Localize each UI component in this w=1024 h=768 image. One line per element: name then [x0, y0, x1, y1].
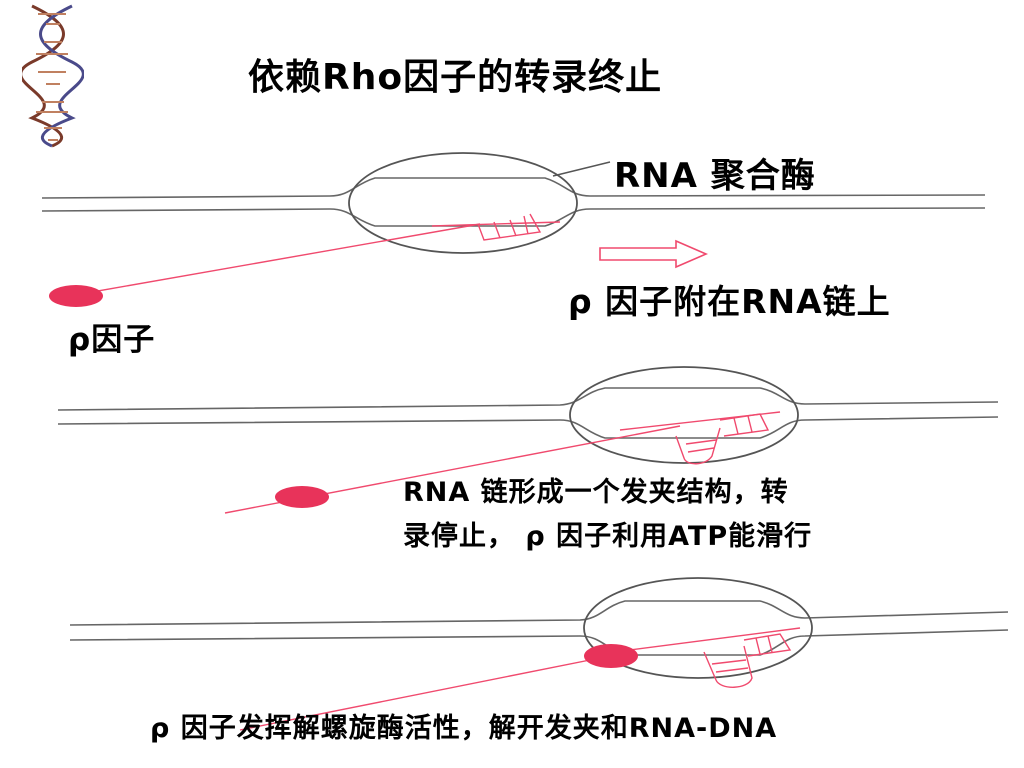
step2-panel [57, 366, 999, 514]
rna-polymerase-label: RNA 聚合酶 [614, 156, 816, 196]
dna-helix-icon [22, 4, 84, 148]
step3-caption: ρ 因子发挥解螺旋酶活性，解开发夹和RNA-DNA [150, 713, 778, 744]
rna-polymerase [348, 152, 578, 254]
page-title: 依赖Rho因子的转录终止 [248, 57, 663, 98]
step3-panel [69, 577, 1009, 731]
dna-strand-top [57, 387, 999, 411]
rna-polymerase [583, 577, 813, 679]
dna-strand-bottom [57, 416, 999, 439]
rho-factor-label: ρ因子 [68, 322, 156, 358]
polymerase-pointer [552, 161, 611, 177]
rho-factor-1 [49, 285, 103, 307]
rna-polymerase [569, 366, 799, 464]
dna-strand-top [41, 177, 986, 199]
step2-caption-line1: RNA 链形成一个发夹结构，转 [403, 477, 789, 508]
rho-factor-3 [584, 644, 638, 668]
rna-hairpin [629, 627, 801, 688]
step2-caption-line2: 录停止， ρ 因子利用ATP能滑行 [403, 521, 813, 552]
arrow-right-icon [599, 239, 709, 269]
rna-chain [239, 655, 611, 731]
dna-strand-top [69, 600, 1009, 626]
rho-factor-2 [275, 486, 329, 508]
rna-hybrid [431, 213, 561, 241]
step1-panel [41, 152, 986, 307]
dna-strand-bottom [69, 629, 1009, 656]
rna-chain [74, 223, 481, 296]
rna-hairpin [619, 411, 781, 465]
dna-strand-bottom [41, 207, 986, 227]
step1-caption: ρ 因子附在RNA链上 [568, 282, 891, 321]
